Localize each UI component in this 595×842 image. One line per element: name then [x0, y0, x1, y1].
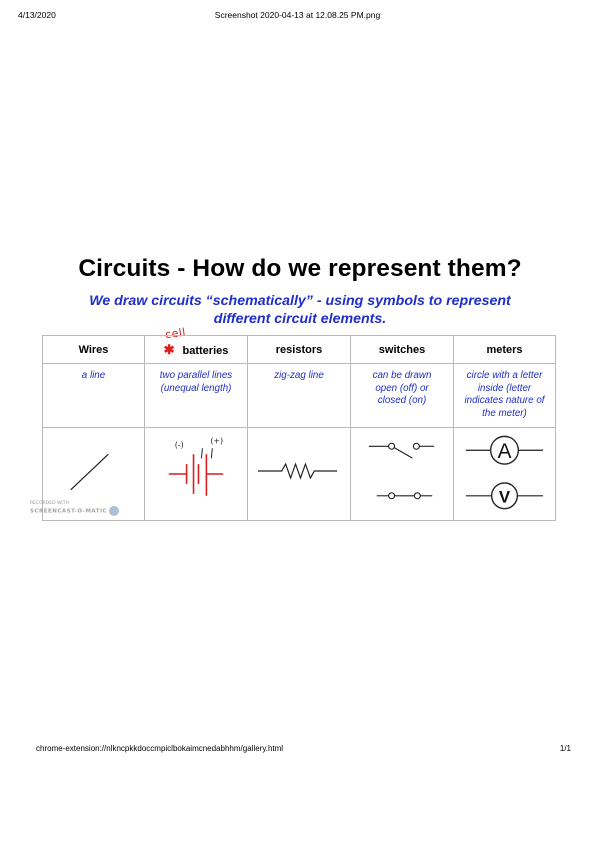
voltmeter-letter: V — [499, 488, 511, 507]
switch-symbols — [368, 442, 435, 500]
resistor-symbol — [257, 462, 338, 480]
header-wires: Wires — [42, 335, 145, 364]
closed-switch — [376, 492, 433, 500]
print-footer: chrome-extension://nlkncpkkdoccmpiclboka… — [0, 744, 595, 758]
ammeter-letter: A — [498, 440, 512, 463]
desc-resistors: zig-zag line — [247, 363, 351, 428]
battery-symbol-cell: (-) (+) — [144, 427, 248, 521]
header-switches: switches — [350, 335, 454, 364]
red-star-mark: ✱ — [163, 341, 175, 357]
subtitle-line-2: different circuit elements. — [213, 311, 387, 327]
meter-symbols: A V — [465, 435, 544, 510]
desc-wires: a line — [42, 363, 145, 428]
footer-page-number: 1/1 — [559, 744, 571, 753]
battery-symbol: (-) (+) — [168, 436, 224, 496]
battery-negative-label: (-) — [175, 440, 184, 449]
print-title: Screenshot 2020-04-13 at 12.08.25 PM.png — [214, 10, 381, 20]
screencast-logo-icon — [109, 506, 120, 516]
symbol-row: (-) (+) — [42, 427, 556, 521]
wire-symbol — [70, 453, 109, 491]
watermark-line-1: RECORDED WITH — [30, 501, 69, 506]
switch-symbol-cell — [350, 427, 454, 521]
desc-meters: circle with a letter inside (letter indi… — [453, 363, 556, 428]
slide: Circuits - How do we represent them? We … — [30, 250, 570, 535]
footer-url: chrome-extension://nlkncpkkdoccmpiclboka… — [36, 744, 284, 753]
description-row: a line two parallel lines (unequal lengt… — [42, 363, 556, 428]
slide-title: Circuits - How do we represent them? — [78, 255, 522, 282]
header-meters: meters — [453, 335, 556, 364]
header-resistors: resistors — [247, 335, 351, 364]
desc-batteries: two parallel lines (unequal length) — [144, 363, 248, 428]
meter-symbol-cell: A V — [453, 427, 556, 521]
slide-subtitle: We draw circuits “schematically” - using… — [30, 292, 570, 328]
wire-symbol-cell — [42, 427, 145, 521]
subtitle-line-1: We draw circuits “schematically” - using… — [89, 293, 511, 309]
desc-switches: can be drawn open (off) or closed (on) — [350, 363, 454, 428]
header-row: Wires ✱batteries resistors switches mete… — [42, 335, 556, 364]
ammeter-symbol: A — [465, 435, 544, 465]
screencast-watermark: RECORDED WITH SCREENCAST-O-MATIC — [30, 501, 140, 523]
print-header: 4/13/2020 Screenshot 2020-04-13 at 12.08… — [0, 10, 595, 24]
resistor-symbol-cell — [247, 427, 351, 521]
watermark-line-2: SCREENCAST-O-MATIC — [30, 506, 140, 516]
battery-positive-label: (+) — [210, 436, 223, 445]
header-batteries: ✱batteries — [144, 335, 248, 364]
voltmeter-symbol: V — [465, 482, 544, 510]
print-date: 4/13/2020 — [18, 10, 56, 20]
open-switch — [368, 442, 435, 459]
symbols-table: Wires ✱batteries resistors switches mete… — [42, 335, 556, 521]
